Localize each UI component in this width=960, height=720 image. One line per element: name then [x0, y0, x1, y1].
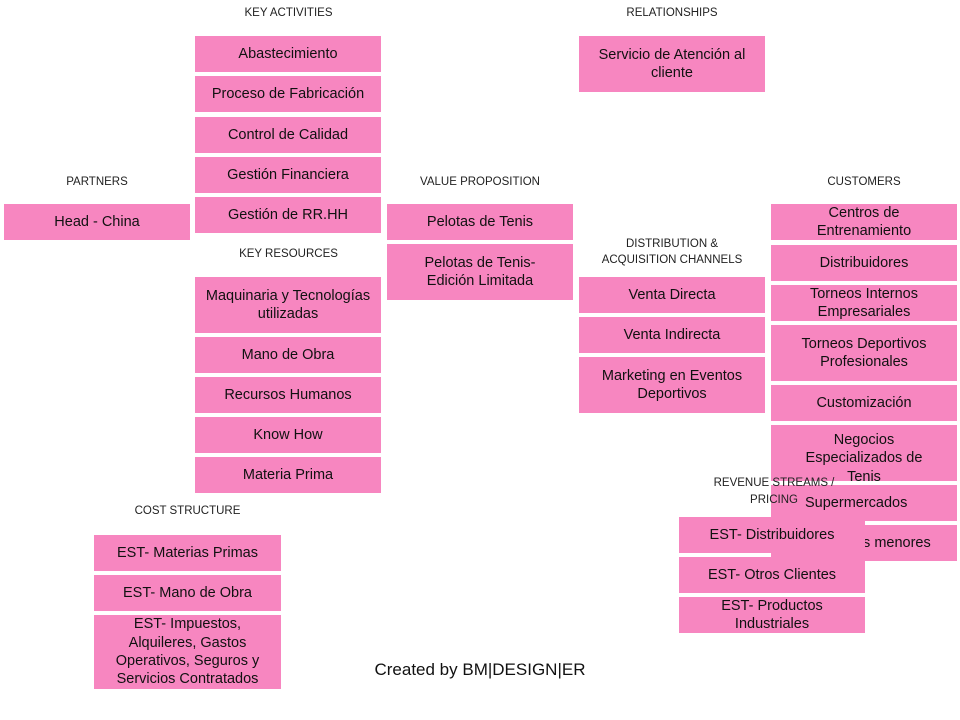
section-key-resources: KEY RESOURCES	[239, 248, 338, 260]
section-revenue-line1: REVENUE STREAMS /	[713, 477, 835, 489]
relationship-servicio-atencion: Servicio de Atención al cliente	[579, 36, 765, 92]
section-partners: PARTNERS	[66, 176, 128, 188]
resource-mano-obra: Mano de Obra	[195, 337, 381, 373]
section-cost-structure: COST STRUCTURE	[134, 505, 241, 517]
revenue-distribuidores: EST- Distribuidores	[679, 517, 865, 553]
section-customers: CUSTOMERS	[827, 176, 901, 188]
key-activity-control-calidad: Control de Calidad	[195, 117, 381, 153]
cost-materias-primas: EST- Materias Primas	[94, 535, 281, 571]
customer-centros-entrenamiento: Centros de Entrenamiento	[771, 204, 957, 240]
partner-head-china: Head - China	[4, 204, 190, 240]
resource-know-how: Know How	[195, 417, 381, 453]
value-pelotas-edicion-limitada: Pelotas de Tenis- Edición Limitada	[387, 244, 573, 300]
resource-maquinaria: Maquinaria y Tecnologías utilizadas	[195, 277, 381, 333]
customer-customizacion: Customización	[771, 385, 957, 421]
footer-credit: Created by BM|DESIGN|ER	[374, 660, 586, 679]
cost-mano-obra: EST- Mano de Obra	[94, 575, 281, 611]
section-revenue-line2: PRICING	[750, 493, 798, 506]
cost-impuestos-alquileres: EST- Impuestos, Alquileres, Gastos Opera…	[94, 615, 281, 689]
key-activity-gestion-rrhh: Gestión de RR.HH	[195, 197, 381, 233]
revenue-productos-industriales: EST- Productos Industriales	[679, 597, 865, 633]
section-key-activities: KEY ACTIVITIES	[244, 7, 333, 19]
key-activity-gestion-financiera: Gestión Financiera	[195, 157, 381, 193]
channel-venta-indirecta: Venta Indirecta	[579, 317, 765, 353]
customer-negocios-especializados: Negocios Especializados de Tenis	[771, 425, 957, 481]
customer-distribuidores: Distribuidores	[771, 245, 957, 281]
section-distribution: DISTRIBUTION & ACQUISITION CHANNELS	[579, 237, 765, 268]
revenue-otros-clientes: EST- Otros Clientes	[679, 557, 865, 593]
resource-recursos-humanos: Recursos Humanos	[195, 377, 381, 413]
customer-torneos-deportivos: Torneos Deportivos Profesionales	[771, 325, 957, 381]
section-relationships: RELATIONSHIPS	[626, 7, 718, 19]
customer-supermercados: Supermercados	[771, 485, 957, 521]
resource-materia-prima: Materia Prima	[195, 457, 381, 493]
key-activity-abastecimiento: Abastecimiento	[195, 36, 381, 72]
channel-marketing-eventos: Marketing en Eventos Deportivos	[579, 357, 765, 413]
section-revenue-streams: REVENUE STREAMS / PRICING	[681, 475, 867, 508]
value-pelotas-tenis: Pelotas de Tenis	[387, 204, 573, 240]
key-activity-proceso-fabricacion: Proceso de Fabricación	[195, 76, 381, 112]
section-distribution-line1: DISTRIBUTION &	[625, 238, 718, 250]
customer-torneos-internos: Torneos Internos Empresariales	[771, 285, 957, 321]
section-distribution-line2: ACQUISITION CHANNELS	[601, 253, 743, 266]
channel-venta-directa: Venta Directa	[579, 277, 765, 313]
section-value-proposition: VALUE PROPOSITION	[420, 176, 540, 188]
